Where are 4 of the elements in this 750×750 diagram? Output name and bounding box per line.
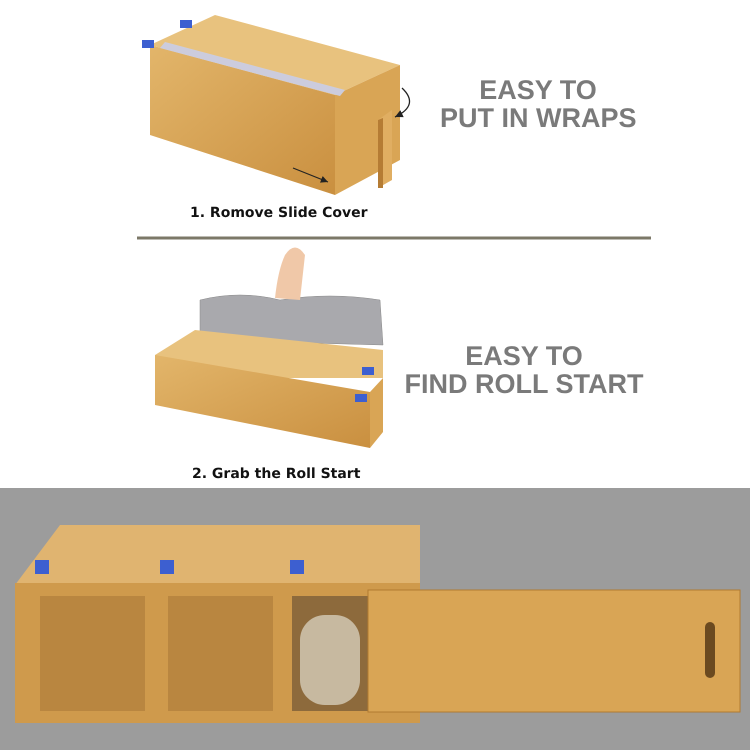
step-caption: 2. Grab the Roll Start — [192, 466, 360, 482]
headline: EASY TO PUT IN WRAPS — [440, 76, 636, 132]
headline: EASY TO FIND ROLL START — [404, 342, 644, 398]
step-caption: 1. Romove Slide Cover — [190, 205, 368, 221]
